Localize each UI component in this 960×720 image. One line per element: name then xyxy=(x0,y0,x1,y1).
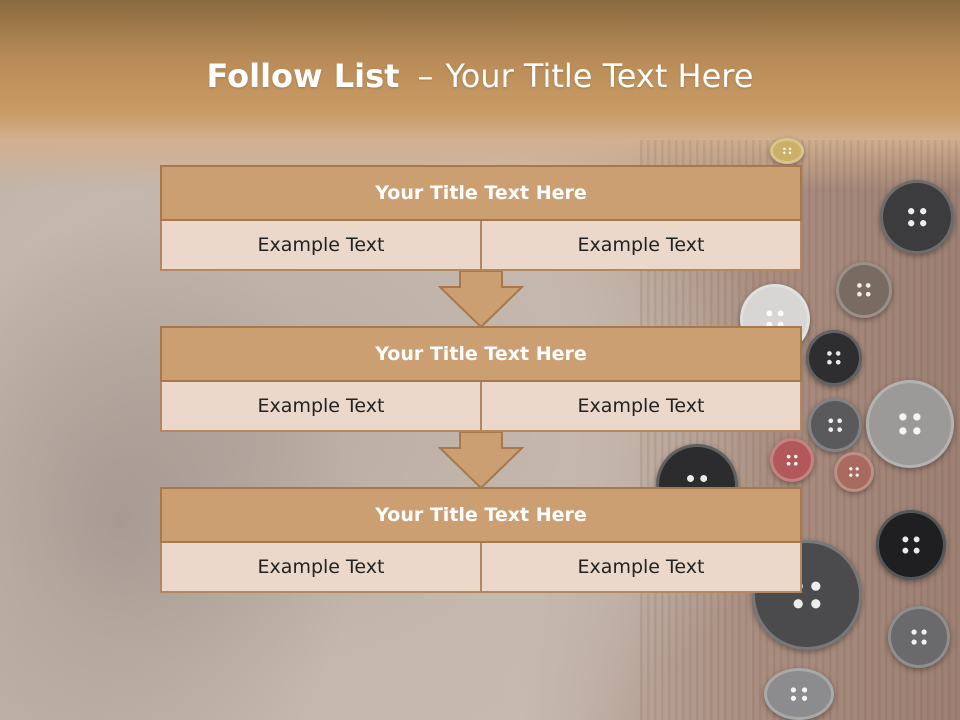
flow-step-cell-left: Example Text xyxy=(257,556,385,578)
slide-title-dash: – xyxy=(417,57,434,95)
flow-step-heading: Your Title Text Here xyxy=(160,326,802,382)
flow-step-cell-left: Example Text xyxy=(257,395,385,417)
down-arrow-icon xyxy=(438,271,524,329)
sewing-button-icon xyxy=(866,380,954,468)
flow-step-3: Your Title Text Here Example Text Exampl… xyxy=(160,487,802,593)
sewing-button-icon xyxy=(836,262,892,318)
flow-step-row: Example Text Example Text xyxy=(160,221,802,271)
sewing-button-icon xyxy=(876,510,946,580)
flow-step-row: Example Text Example Text xyxy=(160,382,802,432)
sewing-button-icon xyxy=(764,668,834,720)
flow-step-1: Your Title Text Here Example Text Exampl… xyxy=(160,165,802,271)
sewing-button-icon xyxy=(770,138,804,164)
flow-step-cell-right: Example Text xyxy=(480,382,800,430)
sewing-button-icon xyxy=(770,438,814,482)
slide-title-subtitle: Your Title Text Here xyxy=(445,57,754,95)
down-arrow-icon xyxy=(438,432,524,490)
flow-step-row: Example Text Example Text xyxy=(160,543,802,593)
sewing-button-icon xyxy=(880,180,954,254)
sewing-button-icon xyxy=(808,398,862,452)
sewing-button-icon xyxy=(806,330,862,386)
slide-title: Follow List – Your Title Text Here xyxy=(0,52,960,100)
flow-step-cell-right: Example Text xyxy=(480,221,800,269)
flow-step-heading: Your Title Text Here xyxy=(160,487,802,543)
flow-step-heading: Your Title Text Here xyxy=(160,165,802,221)
flow-step-cell-right: Example Text xyxy=(480,543,800,591)
flow-step-cell-left: Example Text xyxy=(257,234,385,256)
sewing-button-icon xyxy=(834,452,874,492)
slide-title-bold: Follow List xyxy=(206,57,400,95)
sewing-button-icon xyxy=(888,606,950,668)
flow-step-2: Your Title Text Here Example Text Exampl… xyxy=(160,326,802,432)
